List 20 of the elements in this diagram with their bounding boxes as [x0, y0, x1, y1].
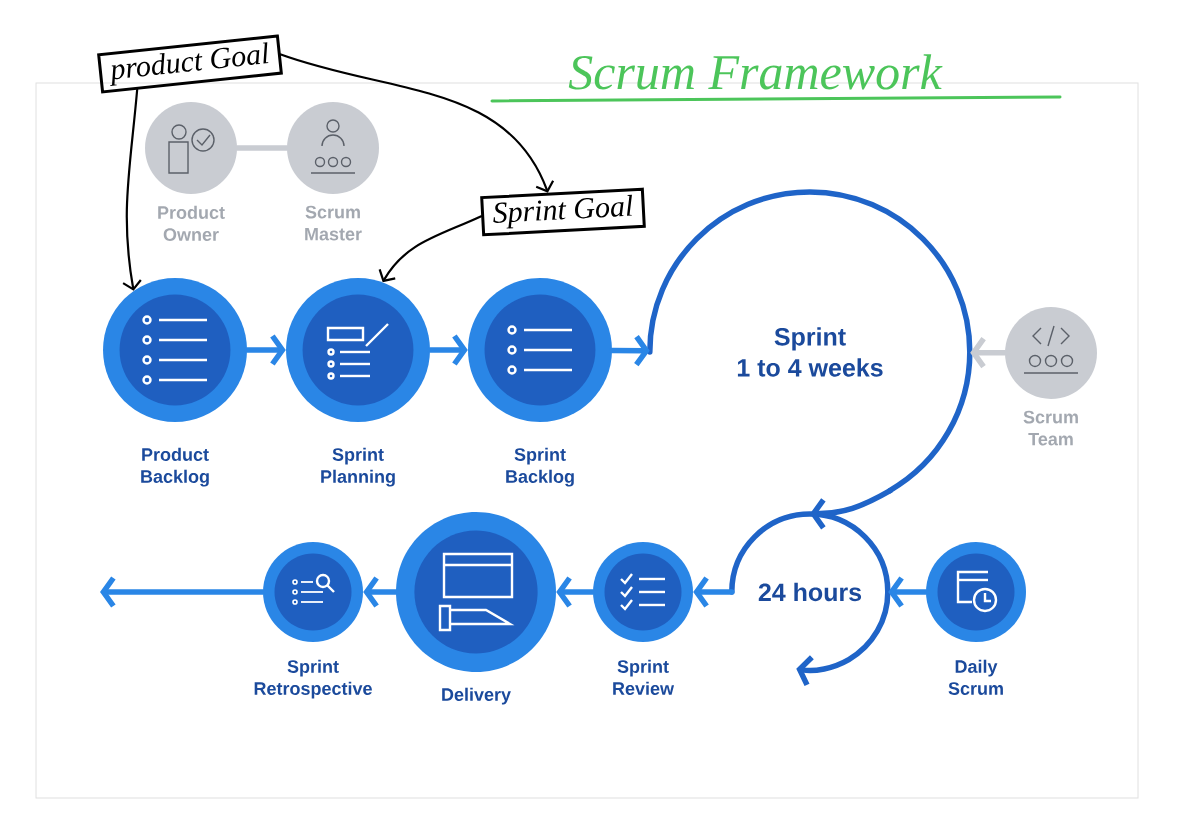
node-label: Scrum Team	[1023, 410, 1078, 446]
node-label: Sprint Review	[613, 659, 675, 695]
title: Scrum Framework	[490, 54, 1062, 103]
arrow	[279, 53, 555, 193]
node-label: Product Owner	[158, 205, 225, 241]
cycle-ring: Sprint 1 to 4 weeks	[647, 189, 973, 494]
node-label: Product Backlog	[141, 447, 209, 487]
node-label: Sprint Backlog	[506, 447, 574, 487]
arrow	[122, 88, 142, 291]
arrow	[100, 576, 266, 608]
cycle-ring: 24 hours	[729, 511, 891, 687]
goal-note: product Goal	[97, 34, 283, 94]
node-label: Sprint Planning	[321, 447, 395, 487]
node-label: Delivery	[442, 687, 511, 705]
arrow	[378, 215, 483, 283]
arrow	[810, 487, 893, 530]
node-label: Daily Scrum	[948, 659, 1003, 695]
node-label: Scrum Master	[305, 205, 362, 241]
goal-note: Sprint Goal	[480, 187, 646, 237]
node-label: Sprint Retrospective	[254, 659, 372, 699]
